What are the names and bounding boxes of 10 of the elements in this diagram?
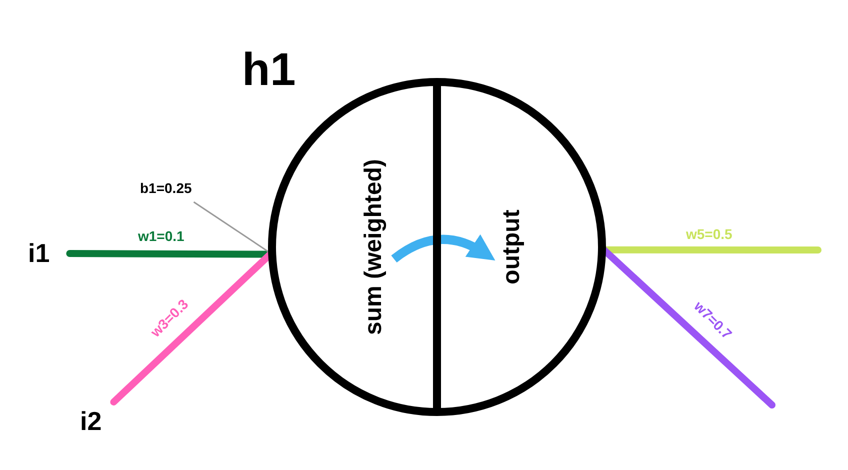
node-label: sum (weighted): [360, 159, 388, 335]
curved-arrow: [391, 234, 496, 263]
input-label: i2: [80, 406, 102, 437]
leader-line: [193, 201, 271, 254]
edge-label: w1=0.1: [138, 228, 184, 244]
bias-label: b1=0.25: [140, 180, 192, 196]
node-label: output: [498, 210, 526, 284]
edge-label: w5=0.5: [686, 226, 732, 242]
node-heading: h1: [242, 46, 296, 92]
input-label: i1: [28, 238, 50, 269]
